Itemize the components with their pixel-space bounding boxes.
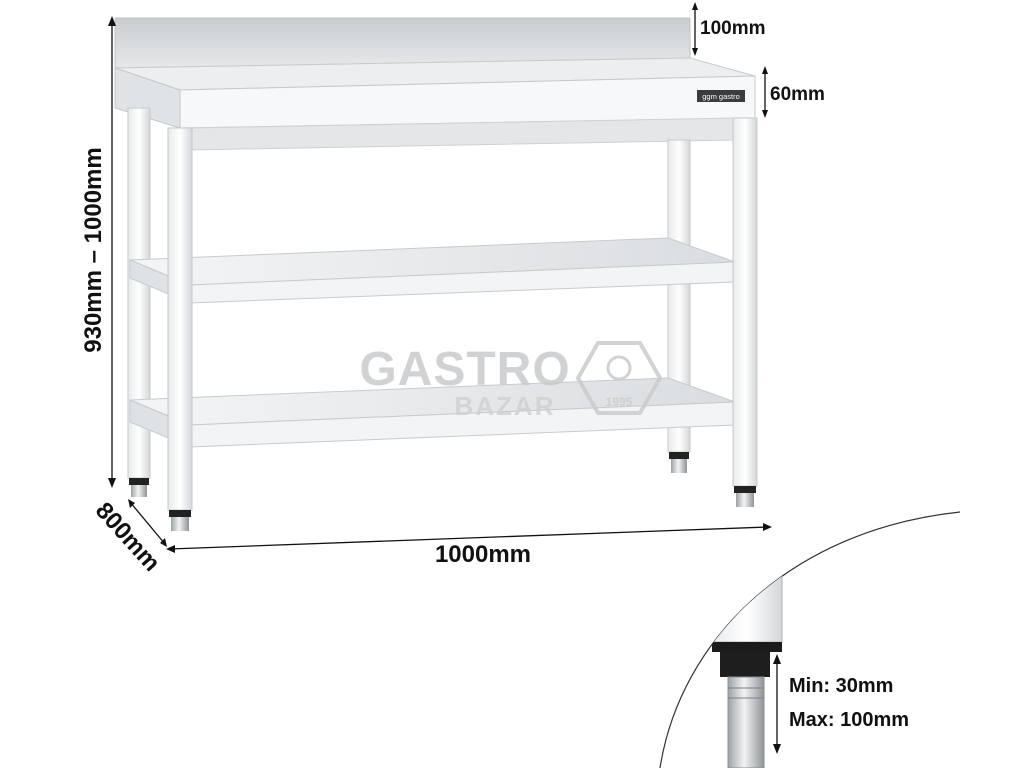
watermark-year: 1995 [606, 395, 633, 409]
dimension-lines [108, 2, 772, 553]
work-table: ggm gastro [114, 17, 758, 531]
leg-front-right [732, 117, 758, 487]
dimension-width: 1000mm [435, 541, 531, 568]
watermark: GASTRO BAZAR 1995 [359, 341, 663, 421]
inset-foot-collar [720, 652, 770, 677]
dimension-front-edge-height: 60mm [770, 84, 825, 105]
brand-plate [697, 90, 745, 102]
watermark-line1: GASTRO [359, 343, 570, 396]
dimension-table-height: 930mm – 1000mm [80, 147, 107, 352]
brand-plate-text: ggm gastro [702, 92, 740, 101]
watermark-badge-icon [575, 341, 663, 415]
foot-min-label: Min: 30mm [789, 675, 893, 697]
adjustable-feet [129, 452, 756, 531]
watermark-line2: BAZAR [455, 391, 556, 421]
inset-foot-plate [712, 642, 782, 652]
inset-foot-bolt [727, 676, 765, 768]
inset-leg [711, 559, 783, 643]
foot-max-label: Max: 100mm [789, 709, 909, 731]
leg-front-left [167, 127, 193, 511]
watermark-chef-hat-icon [606, 355, 632, 381]
dimension-backsplash-height: 100mm [700, 18, 766, 39]
foot-detail-inset: Min: 30mm Max: 100mm [659, 511, 961, 768]
dimension-depth: 800mm [90, 497, 165, 577]
